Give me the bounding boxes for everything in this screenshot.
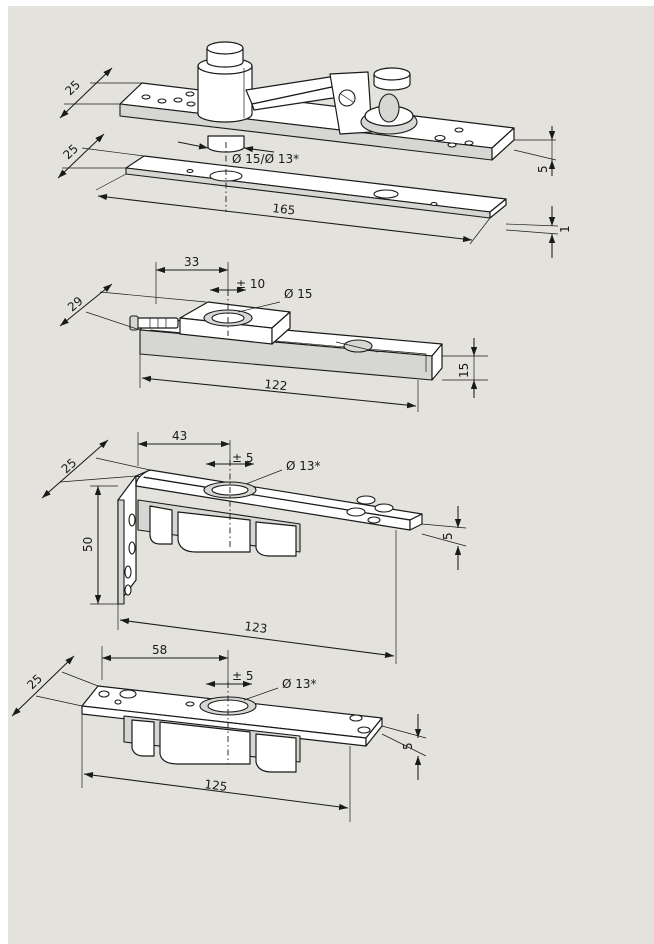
- dim-offset-slide: 33: [184, 255, 199, 269]
- dim-height-top: 5: [536, 165, 550, 173]
- dim-width-flat: 25: [24, 671, 45, 692]
- dim-adjust-flat: ± 5: [232, 669, 254, 683]
- dim-diameter-slide: Ø 15: [284, 287, 313, 301]
- adjust-arm: [245, 67, 418, 135]
- view-pivot-top: 25 25 Ø 15/Ø 13* 165 5 1: [57, 41, 572, 258]
- floor-plate: [125, 155, 507, 219]
- dim-diameter-top: Ø 15/Ø 13*: [232, 152, 299, 166]
- dim-width-angle: 25: [59, 456, 80, 477]
- view-angle-pivot: 43 ± 5 Ø 13* 25 50 123 5: [41, 429, 467, 664]
- dim-height-slide: 15: [457, 363, 471, 378]
- dim-adjust-slide: ± 10: [236, 277, 265, 291]
- dim-thickness-angle: 5: [441, 532, 455, 540]
- dim-adjust-angle: ± 5: [232, 451, 254, 465]
- dim-length-slide: 122: [264, 377, 288, 393]
- dim-thickness-flat: 5: [401, 742, 415, 750]
- dim-height-angle: 50: [81, 537, 95, 552]
- dim-height-floor: 1: [558, 225, 572, 233]
- pivot-pin: [197, 41, 253, 153]
- dim-diameter-flat: Ø 13*: [282, 677, 317, 691]
- dim-offset-angle: 43: [172, 429, 187, 443]
- dim-width-slide: 29: [65, 294, 86, 315]
- dim-length-top: 165: [272, 201, 296, 218]
- view-slide-pivot: 33 ± 10 Ø 15 29 122 15: [59, 255, 488, 412]
- dim-diameter-angle: Ø 13*: [286, 459, 321, 473]
- dim-width-top: 25: [62, 77, 83, 98]
- dim-length-flat: 125: [204, 777, 228, 794]
- view-flat-pivot: 58 ± 5 Ø 13* 25 125 5: [11, 643, 427, 822]
- dim-length-angle: 123: [244, 619, 269, 636]
- dim-offset-flat: 58: [152, 643, 167, 657]
